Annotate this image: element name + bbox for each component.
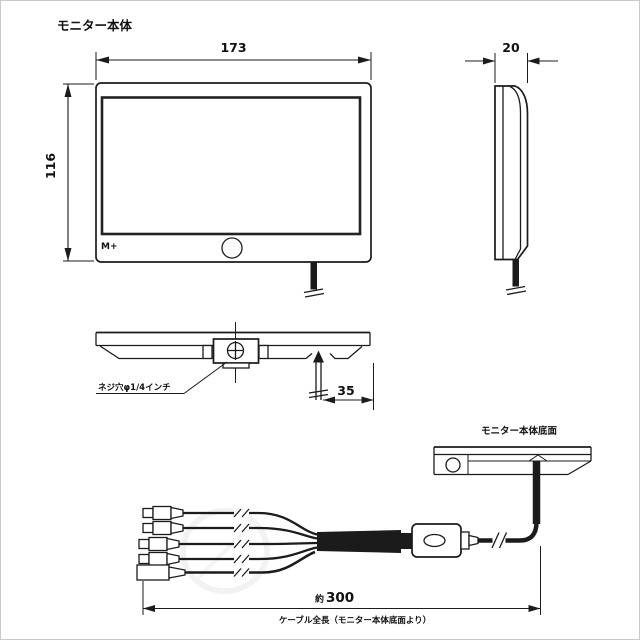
watermark xyxy=(180,508,270,594)
cable-break-icon xyxy=(303,288,325,298)
front-view: M+ 173 116 xyxy=(43,40,372,298)
front-cable xyxy=(303,262,325,298)
width-dimension: 173 xyxy=(95,40,372,80)
underside-label: モニター本体底面 xyxy=(481,425,558,437)
underside-body xyxy=(433,446,592,476)
screw-hole-callout: ネジ穴φ1/4インチ xyxy=(96,361,228,394)
underside-view: モニター本体底面 xyxy=(433,425,592,524)
height-dim-value: 116 xyxy=(43,153,58,179)
screw-hole-label: ネジ穴φ1/4インチ xyxy=(98,382,171,393)
screw-hole-icon xyxy=(226,341,245,360)
screw-mount-block xyxy=(212,338,260,369)
brand-logo: M+ xyxy=(101,242,118,252)
underside-screw-hole xyxy=(445,457,461,473)
offset-dim-value: 35 xyxy=(337,383,354,398)
depth-dimension: 20 xyxy=(465,40,558,83)
width-dim-value: 173 xyxy=(220,40,246,55)
rca-connector-large xyxy=(136,564,186,581)
cable-direction-arrow xyxy=(308,350,329,400)
side-view: 20 xyxy=(465,40,558,296)
rca-connectors xyxy=(136,505,186,581)
depth-dim-value: 20 xyxy=(502,40,520,55)
connector-logo-icon xyxy=(423,533,446,548)
cable-break-icon xyxy=(491,532,508,549)
height-dimension: 116 xyxy=(43,83,94,262)
cable-break-icon xyxy=(505,285,527,296)
lead-cable xyxy=(478,521,539,543)
cable-lines xyxy=(177,511,318,574)
connector-neck xyxy=(401,533,412,549)
front-frame xyxy=(95,82,372,263)
rca-connector xyxy=(138,551,180,567)
side-profile xyxy=(494,85,529,261)
bottom-view: 35 ネジ穴φ1/4インチ xyxy=(95,322,374,410)
inline-connector xyxy=(411,523,479,558)
power-button xyxy=(221,237,243,259)
front-screen xyxy=(100,96,362,236)
connector-plug xyxy=(460,531,470,550)
cable-bundle xyxy=(317,530,401,553)
cable-break-icons xyxy=(233,508,250,577)
page-title: モニター本体 xyxy=(57,18,133,33)
rca-connector xyxy=(142,505,184,521)
cable-notch xyxy=(528,454,548,462)
side-cable xyxy=(505,259,527,296)
rca-connector xyxy=(138,536,180,552)
offset-dimension: 35 xyxy=(323,363,374,410)
rca-connector xyxy=(142,520,184,536)
cable-length-caption: ケーブル全長（モニター本体底面より） xyxy=(279,615,431,626)
